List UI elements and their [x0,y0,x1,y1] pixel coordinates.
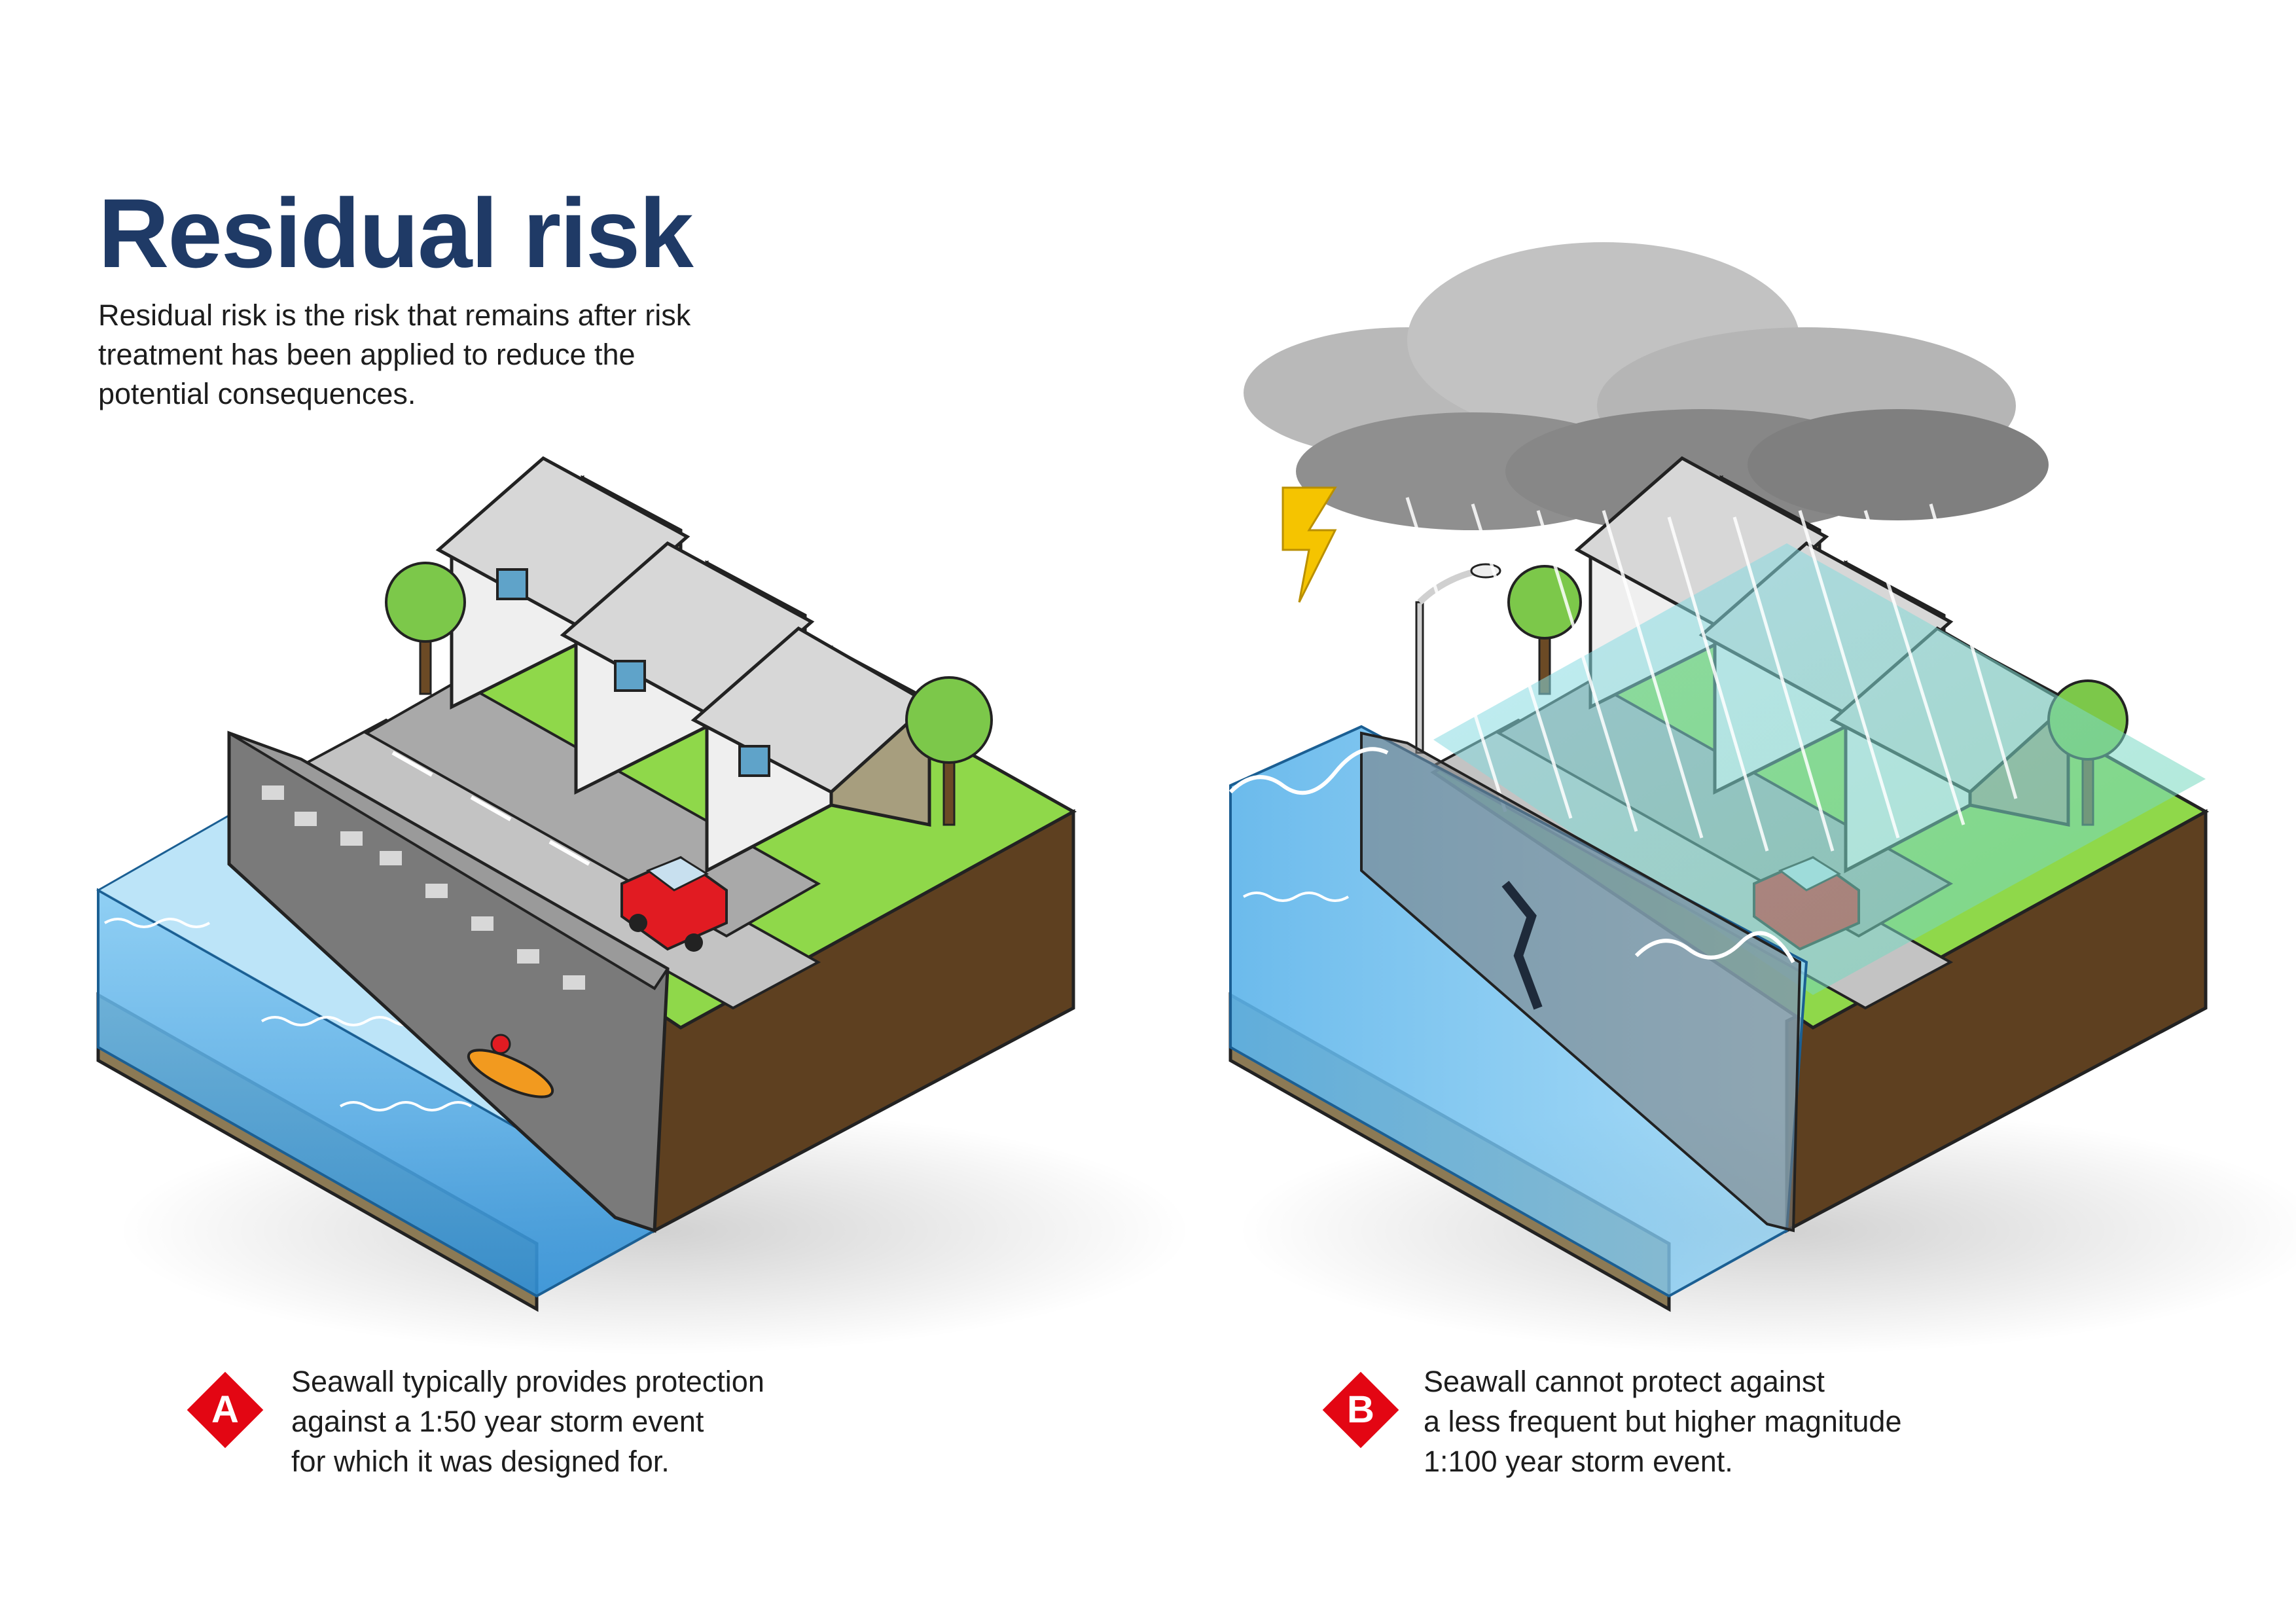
wave-line [103,918,211,928]
page-title: Residual risk [98,178,694,288]
badge-a-icon [181,1365,270,1454]
road-markings [391,751,669,911]
seawall-crack [1501,880,1543,1010]
badge-a-letter: A [211,1388,239,1431]
badge-b: B [1319,1368,1403,1452]
wave-line [339,1101,473,1111]
seawall-top [228,732,670,990]
wave-line [260,1016,420,1026]
intro-text: Residual risk is the risk that remains a… [98,296,753,414]
seawall-icon [1360,731,1802,1233]
badge-b-letter: B [1347,1388,1374,1431]
wave-crest [1634,931,1795,964]
intro-line: treatment has been applied to reduce the [98,338,636,371]
tree-icon [905,676,993,826]
storm-cloud-icon [1244,242,2049,533]
house-icon [691,626,933,874]
scene-b-diagram [1229,242,2296,1355]
caption-b: Seawall cannot protect against a less fr… [1424,1362,1901,1481]
intro-line: Residual risk is the risk that remains a… [98,298,691,332]
wave-crest [1229,747,1389,795]
wave-line [1242,892,1350,902]
tree-icon [1507,565,1582,695]
lightning-icon [1282,486,1337,603]
seawall-blocks [262,785,585,990]
caption-a-line: against a 1:50 year storm event [291,1405,704,1438]
caption-b-line: a less frequent but higher magnitude [1424,1405,1902,1438]
floodwater [1433,543,2206,995]
caption-a: Seawall typically provides protection ag… [291,1362,764,1481]
tree-icon [385,562,466,695]
rain [1405,497,2018,852]
scene-a-diagram [96,456,1191,1355]
caption-a-line: for which it was designed for. [291,1445,670,1478]
badge-a: A [183,1368,267,1452]
caption-b-line: Seawall cannot protect against [1424,1365,1825,1398]
caption-a-line: Seawall typically provides protection [291,1365,764,1398]
car-icon [620,856,728,952]
caption-b-line: 1:100 year storm event. [1424,1445,1733,1478]
intro-line: potential consequences. [98,377,416,410]
badge-b-icon [1316,1365,1405,1454]
kayak-icon [467,1034,554,1098]
